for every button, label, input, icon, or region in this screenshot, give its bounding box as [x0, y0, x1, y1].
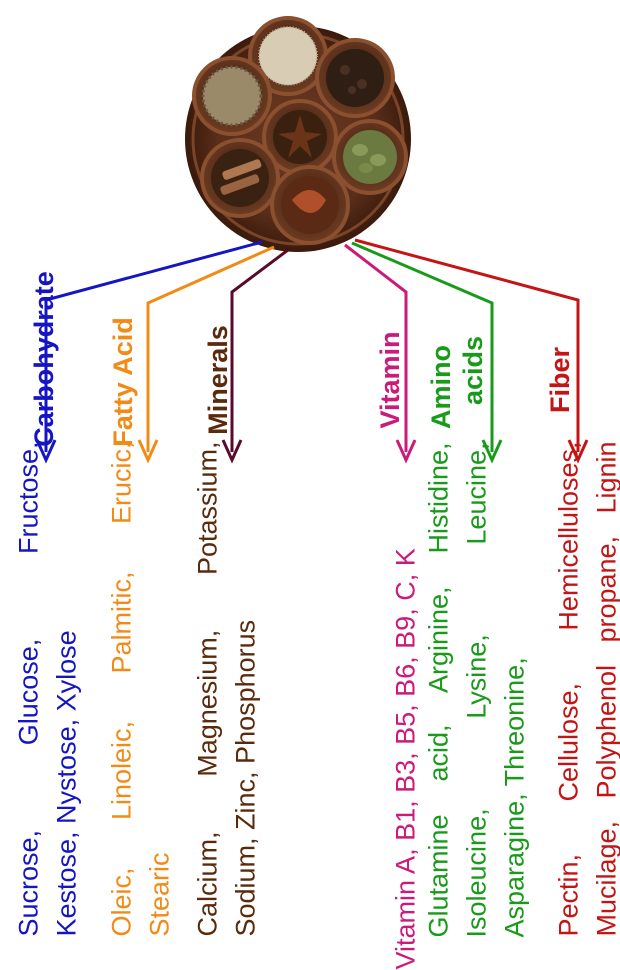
list-amino-acids: Glutamine acid, Arginine, Histidine, Iso…: [420, 443, 534, 938]
list-carbohydrate: Sucrose, Glucose, Fructose, Kestose, Nys…: [10, 442, 86, 937]
bowl-right: [334, 121, 406, 193]
bowl-left: [194, 58, 270, 134]
bowl-left-bottom: [202, 140, 278, 216]
heading-amino-acids: Amino acids: [425, 332, 489, 442]
list-fiber: Pectin, Cellulose, Hemicelluloses, Mucil…: [550, 442, 620, 937]
heading-minerals: Minerals: [203, 305, 233, 455]
heading-carbohydrate: Carbohydrate: [29, 259, 59, 459]
list-fatty-acid: Oleic, Linoleic, Palmitic, Erucic, Stear…: [103, 442, 179, 937]
bowl-right-top: [317, 40, 393, 116]
heading-fatty-acid: Fatty Acid: [108, 307, 138, 457]
bowl-bottom: [272, 167, 348, 243]
heading-fiber: Fiber: [545, 330, 575, 430]
spice-box-photo: [185, 18, 411, 252]
heading-vitamin: Vitamin: [375, 320, 405, 440]
list-minerals: Calcium, Magnesium, Potassium, Sodium, Z…: [189, 442, 265, 937]
